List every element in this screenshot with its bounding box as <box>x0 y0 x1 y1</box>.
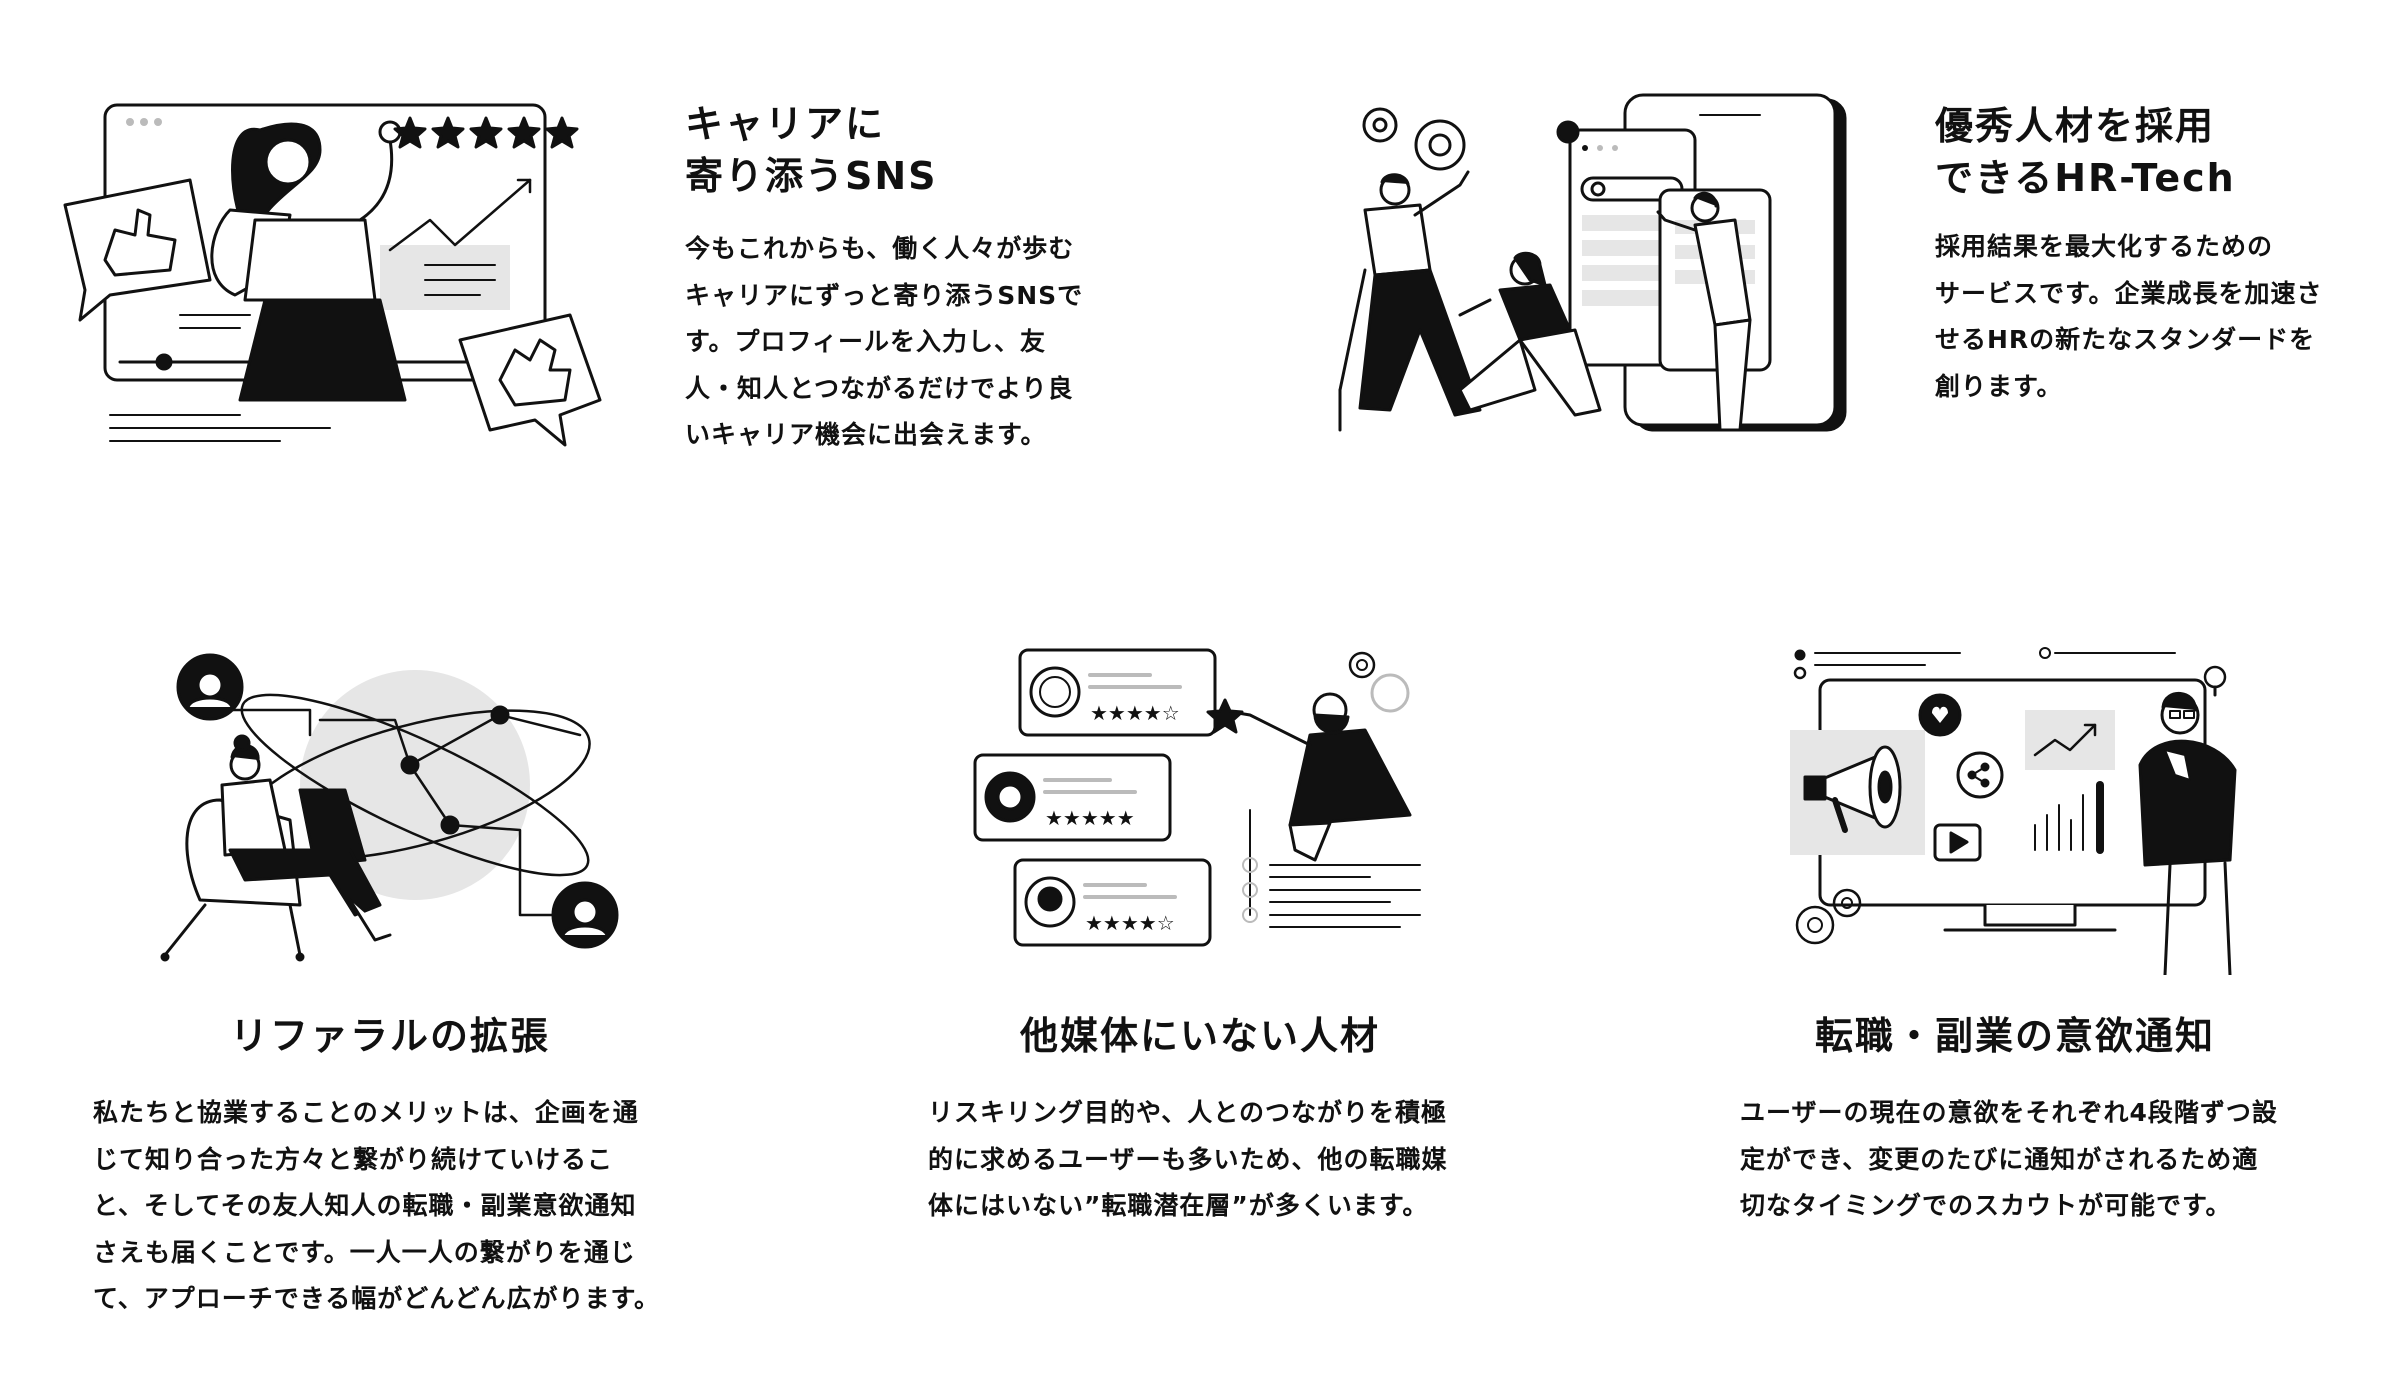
feature-description-line: 的に求めるユーザーも多いため、他の転職媒 <box>928 1144 1448 1174</box>
svg-text:★★★★☆: ★★★★☆ <box>1085 911 1175 935</box>
feature-description: 今もこれからも、働く人々が歩む キャリアにずっと寄り添うSNSで す。プロフィー… <box>685 226 1083 459</box>
feature-description-line: と、そしてその友人知人の転職・副業意欲通知 <box>93 1191 637 1220</box>
feature-title-line: 他媒体にいない人材 <box>1019 1014 1380 1058</box>
rating-cards-icon: ★★★★☆ ★★★★★ ★★★★☆ <box>970 645 1430 965</box>
svg-text:★★★★☆: ★★★★☆ <box>1090 701 1180 725</box>
feature-description: ユーザーの現在の意欲をそれぞれ4段階ずつ設 定ができ、変更のたびに通知がされるた… <box>1740 1090 2278 1230</box>
feature-description-line: 人・知人とつながるだけでより良 <box>685 373 1074 403</box>
feature-description: 採用結果を最大化するための サービスです。企業成長を加速さ せるHRの新たなスタ… <box>1935 224 2323 410</box>
feature-description-line: 今もこれからも、働く人々が歩む <box>685 234 1075 263</box>
feature-title-line: 転職・副業の意欲通知 <box>1814 1014 2215 1058</box>
woman-giving-review-icon <box>60 70 620 450</box>
svg-text:★★★★★: ★★★★★ <box>1045 806 1135 830</box>
feature-description-line: す。プロフィールを入力し、友 <box>685 327 1047 356</box>
feature-title: キャリアに 寄り添うSNS <box>685 98 938 202</box>
feature-description-line: 切なタイミングでのスカウトが可能です。 <box>1740 1191 2232 1220</box>
feature-description-line: 創ります。 <box>1935 371 2063 401</box>
feature-title-line: キャリアに <box>685 102 886 146</box>
feature-title: 他媒体にいない人材 <box>900 1010 1500 1062</box>
feature-title-line: できるHR-Tech <box>1935 156 2236 200</box>
feature-title-line: リファラルの拡張 <box>229 1014 550 1058</box>
feature-description-line: ユーザーの現在の意欲をそれぞれ4段階ずつ設 <box>1740 1098 2278 1127</box>
feature-description-line: リスキリング目的や、人とのつながりを積極 <box>928 1098 1448 1127</box>
feature-title: 優秀人材を採用 できるHR-Tech <box>1935 100 2236 204</box>
feature-description-line: いキャリア機会に出会えます。 <box>685 420 1047 449</box>
feature-description-line: キャリアにずっと寄り添うSNSで <box>685 280 1084 310</box>
feature-description-line: サービスです。企業成長を加速さ <box>1935 278 2323 308</box>
feature-description-line: さえも届くことです。一人一人の繋がりを通じ <box>93 1237 636 1267</box>
network-globe-icon <box>150 645 630 975</box>
feature-title-line: 優秀人材を採用 <box>1935 104 2216 148</box>
feature-description: 私たちと協業することのメリットは、企画を通 じて知り合った方々と繋がり続けていけ… <box>93 1090 660 1323</box>
feature-title: 転職・副業の意欲通知 <box>1715 1010 2315 1062</box>
feature-description-line: 採用結果を最大化するための <box>1935 232 2274 261</box>
feature-title-line: 寄り添うSNS <box>685 154 938 198</box>
feature-description-line: 私たちと協業することのメリットは、企画を通 <box>93 1098 639 1127</box>
feature-description-line: て、アプローチできる幅がどんどん広がります。 <box>93 1284 661 1313</box>
feature-description-line: 体にはいない”転職潜在層”が多くいます。 <box>928 1191 1429 1220</box>
feature-title: リファラルの拡張 <box>90 1010 690 1062</box>
megaphone-monitor-icon <box>1785 645 2275 975</box>
feature-description-line: じて知り合った方々と繋がり続けていけるこ <box>93 1144 614 1174</box>
feature-description-line: せるHRの新たなスタンダードを <box>1935 325 2316 354</box>
feature-description-line: 定ができ、変更のたびに通知がされるため適 <box>1740 1144 2259 1174</box>
feature-description: リスキリング目的や、人とのつながりを積極 的に求めるユーザーも多いため、他の転職… <box>928 1090 1448 1230</box>
team-building-app-icon <box>1320 90 1860 450</box>
